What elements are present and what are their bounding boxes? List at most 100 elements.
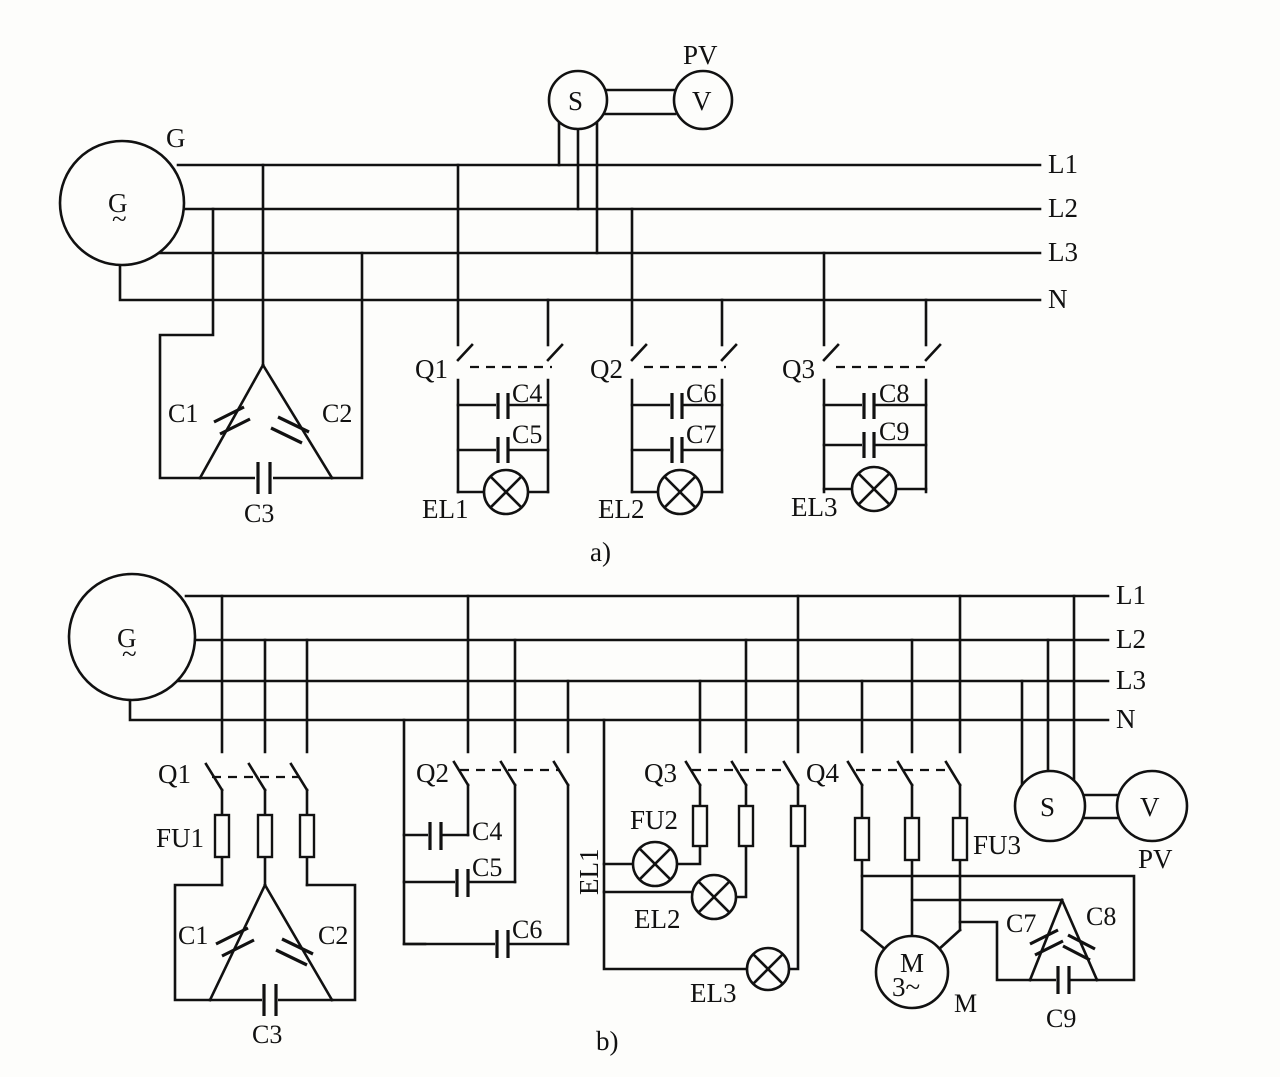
cap-c4-a-label: C4: [512, 379, 542, 408]
group-a1-contact-1: [456, 343, 474, 362]
bus-a-label-l1: L1: [1048, 149, 1078, 179]
caption-b: b): [596, 1026, 619, 1056]
b4-switch-3: [944, 760, 962, 787]
c1-b-plate-2: [221, 938, 255, 958]
lamp-el2-a-label: EL2: [598, 494, 645, 524]
lamp-el2-a-cross-2: [663, 475, 697, 509]
caption-a: a): [590, 537, 611, 567]
delta-a-wire-l2: [158, 207, 215, 480]
c3-b-gap: [262, 984, 278, 1016]
switch-q1-b-label: Q1: [158, 759, 191, 789]
bus-a-label-l2: L2: [1048, 193, 1078, 223]
fuse-fu1-label: FU1: [156, 823, 204, 853]
c2-b-plate-2: [275, 948, 308, 967]
b3-switch-3: [782, 760, 800, 787]
b4-cap-wire-1: [860, 874, 1136, 982]
switch-q3-b-label: Q3: [644, 758, 677, 788]
lamp-el1-a-cross-2: [489, 475, 523, 509]
lamp-el3-b-cross-2: [752, 953, 784, 985]
b2-neutral-tap: [402, 718, 427, 946]
c1-b-label: C1: [178, 921, 208, 950]
switch-q1-a-label: Q1: [415, 354, 448, 384]
fuse-fu3-2: [903, 816, 921, 862]
selector-switch-b-label: S: [1040, 792, 1055, 822]
lamp-el2-b-cross-2: [697, 880, 731, 914]
lighting-group-a-2: Q2 C6 C7 EL2: [590, 207, 738, 524]
lamp-el2-b-label: EL2: [634, 904, 681, 934]
lighting-group-b-3: Q3 FU2 EL1 EL2 EL3: [574, 594, 807, 1008]
b1-delta-wire-left: [173, 883, 224, 1002]
fuse-fu1-3: [298, 813, 316, 859]
switch-q2-b-label: Q2: [416, 758, 449, 788]
fuse-fu2-3: [789, 804, 807, 848]
delta-a-right: [261, 363, 334, 480]
cap-c9-a-label: C9: [879, 417, 909, 446]
bus-b-label-n: N: [1116, 704, 1136, 734]
voltmeter-group-b: S V PV: [1013, 594, 1189, 874]
b4-delta-left: [1028, 898, 1064, 982]
c2-a-plate-1: [277, 415, 310, 434]
c2-b-label: C2: [318, 921, 348, 950]
lighting-group-a-3: Q3 C8 C9 EL3: [782, 251, 942, 522]
b1-delta-wire-right: [305, 883, 357, 1002]
bus-b-label-l2: L2: [1116, 624, 1146, 654]
generator-a-symbol: G: [108, 188, 128, 218]
voltmeter-b-label: PV: [1138, 844, 1173, 874]
voltmeter-b-symbol: V: [1140, 792, 1160, 822]
delta-a-wire-l3: [330, 251, 364, 480]
fuse-fu3-1: [853, 816, 871, 862]
generator-b-symbol: G: [117, 623, 137, 653]
fuse-fu3-label: FU3: [973, 830, 1021, 860]
c3-a-label: C3: [244, 499, 274, 528]
b2-switch-3: [552, 760, 570, 787]
group-a1-contact-2: [546, 343, 564, 362]
switch-q2-a-label: Q2: [590, 354, 623, 384]
bus-a-label-l3: L3: [1048, 237, 1078, 267]
capacitor-group-b-1: Q1 FU1 C1 C2 C3: [156, 594, 357, 1049]
lamp-el1-b-cross-2: [638, 847, 672, 881]
c4-b-label: C4: [472, 817, 502, 846]
c5-b-label: C5: [472, 853, 502, 882]
fuse-fu3-3: [951, 816, 969, 862]
b4-cap-wire-3: [958, 920, 1032, 982]
bus-b-label-l3: L3: [1116, 665, 1146, 695]
c6-b-label: C6: [512, 915, 542, 944]
motor-b: [874, 934, 950, 1010]
generator-a: [58, 139, 186, 267]
c7-b-plate-1: [1029, 928, 1059, 946]
lamp-el3-a-cross-2: [857, 472, 891, 506]
b4-motor-lead-3: [936, 928, 962, 952]
delta-a-left: [198, 363, 265, 480]
c7-b-plate-2: [1034, 939, 1064, 957]
c1-a-plate-1: [213, 405, 245, 424]
fuse-fu2-2: [737, 804, 755, 848]
cap-c5-a-label: C5: [512, 420, 542, 449]
b1-delta-right: [263, 883, 334, 1002]
c8-b-label: C8: [1086, 902, 1116, 931]
switch-q3-a-label: Q3: [782, 354, 815, 384]
b3-switch-1: [684, 760, 702, 787]
lamp-el3-b-label: EL3: [690, 978, 737, 1008]
generator-b-tilde: ~: [122, 639, 137, 669]
b4-switch-2: [896, 760, 914, 787]
capacitor-group-b-2: Q2 C4 C5 C6: [402, 594, 570, 958]
motor-b-label: M: [954, 989, 977, 1018]
c7-b-label: C7: [1006, 909, 1036, 938]
figure-a: L1 L2 L3 N G ~ G C1 C2 C3 S V: [58, 40, 1078, 567]
motor-group-b-4: M 3~ M Q4 FU3 C7 C8 C9: [806, 594, 1136, 1033]
c9-b-label: C9: [1046, 1004, 1076, 1033]
group-a3-contact-1: [822, 343, 840, 362]
b1-delta-left: [208, 883, 267, 1002]
motor-b-symbol: M: [900, 948, 924, 978]
b4-motor-lead-1: [860, 928, 888, 952]
figure-b: L1 L2 L3 N G ~: [67, 572, 1189, 1056]
fuse-fu1-2: [256, 813, 274, 859]
c8-b-plate-1: [1067, 933, 1096, 951]
lamp-el3-a-label: EL3: [791, 492, 838, 522]
c2-b-plate-1: [281, 937, 314, 956]
selector-switch-a-label: S: [568, 86, 583, 116]
voltmeter-a: [672, 69, 734, 131]
c8-b-plate-2: [1062, 944, 1091, 962]
bus-a-label-n: N: [1048, 284, 1068, 314]
